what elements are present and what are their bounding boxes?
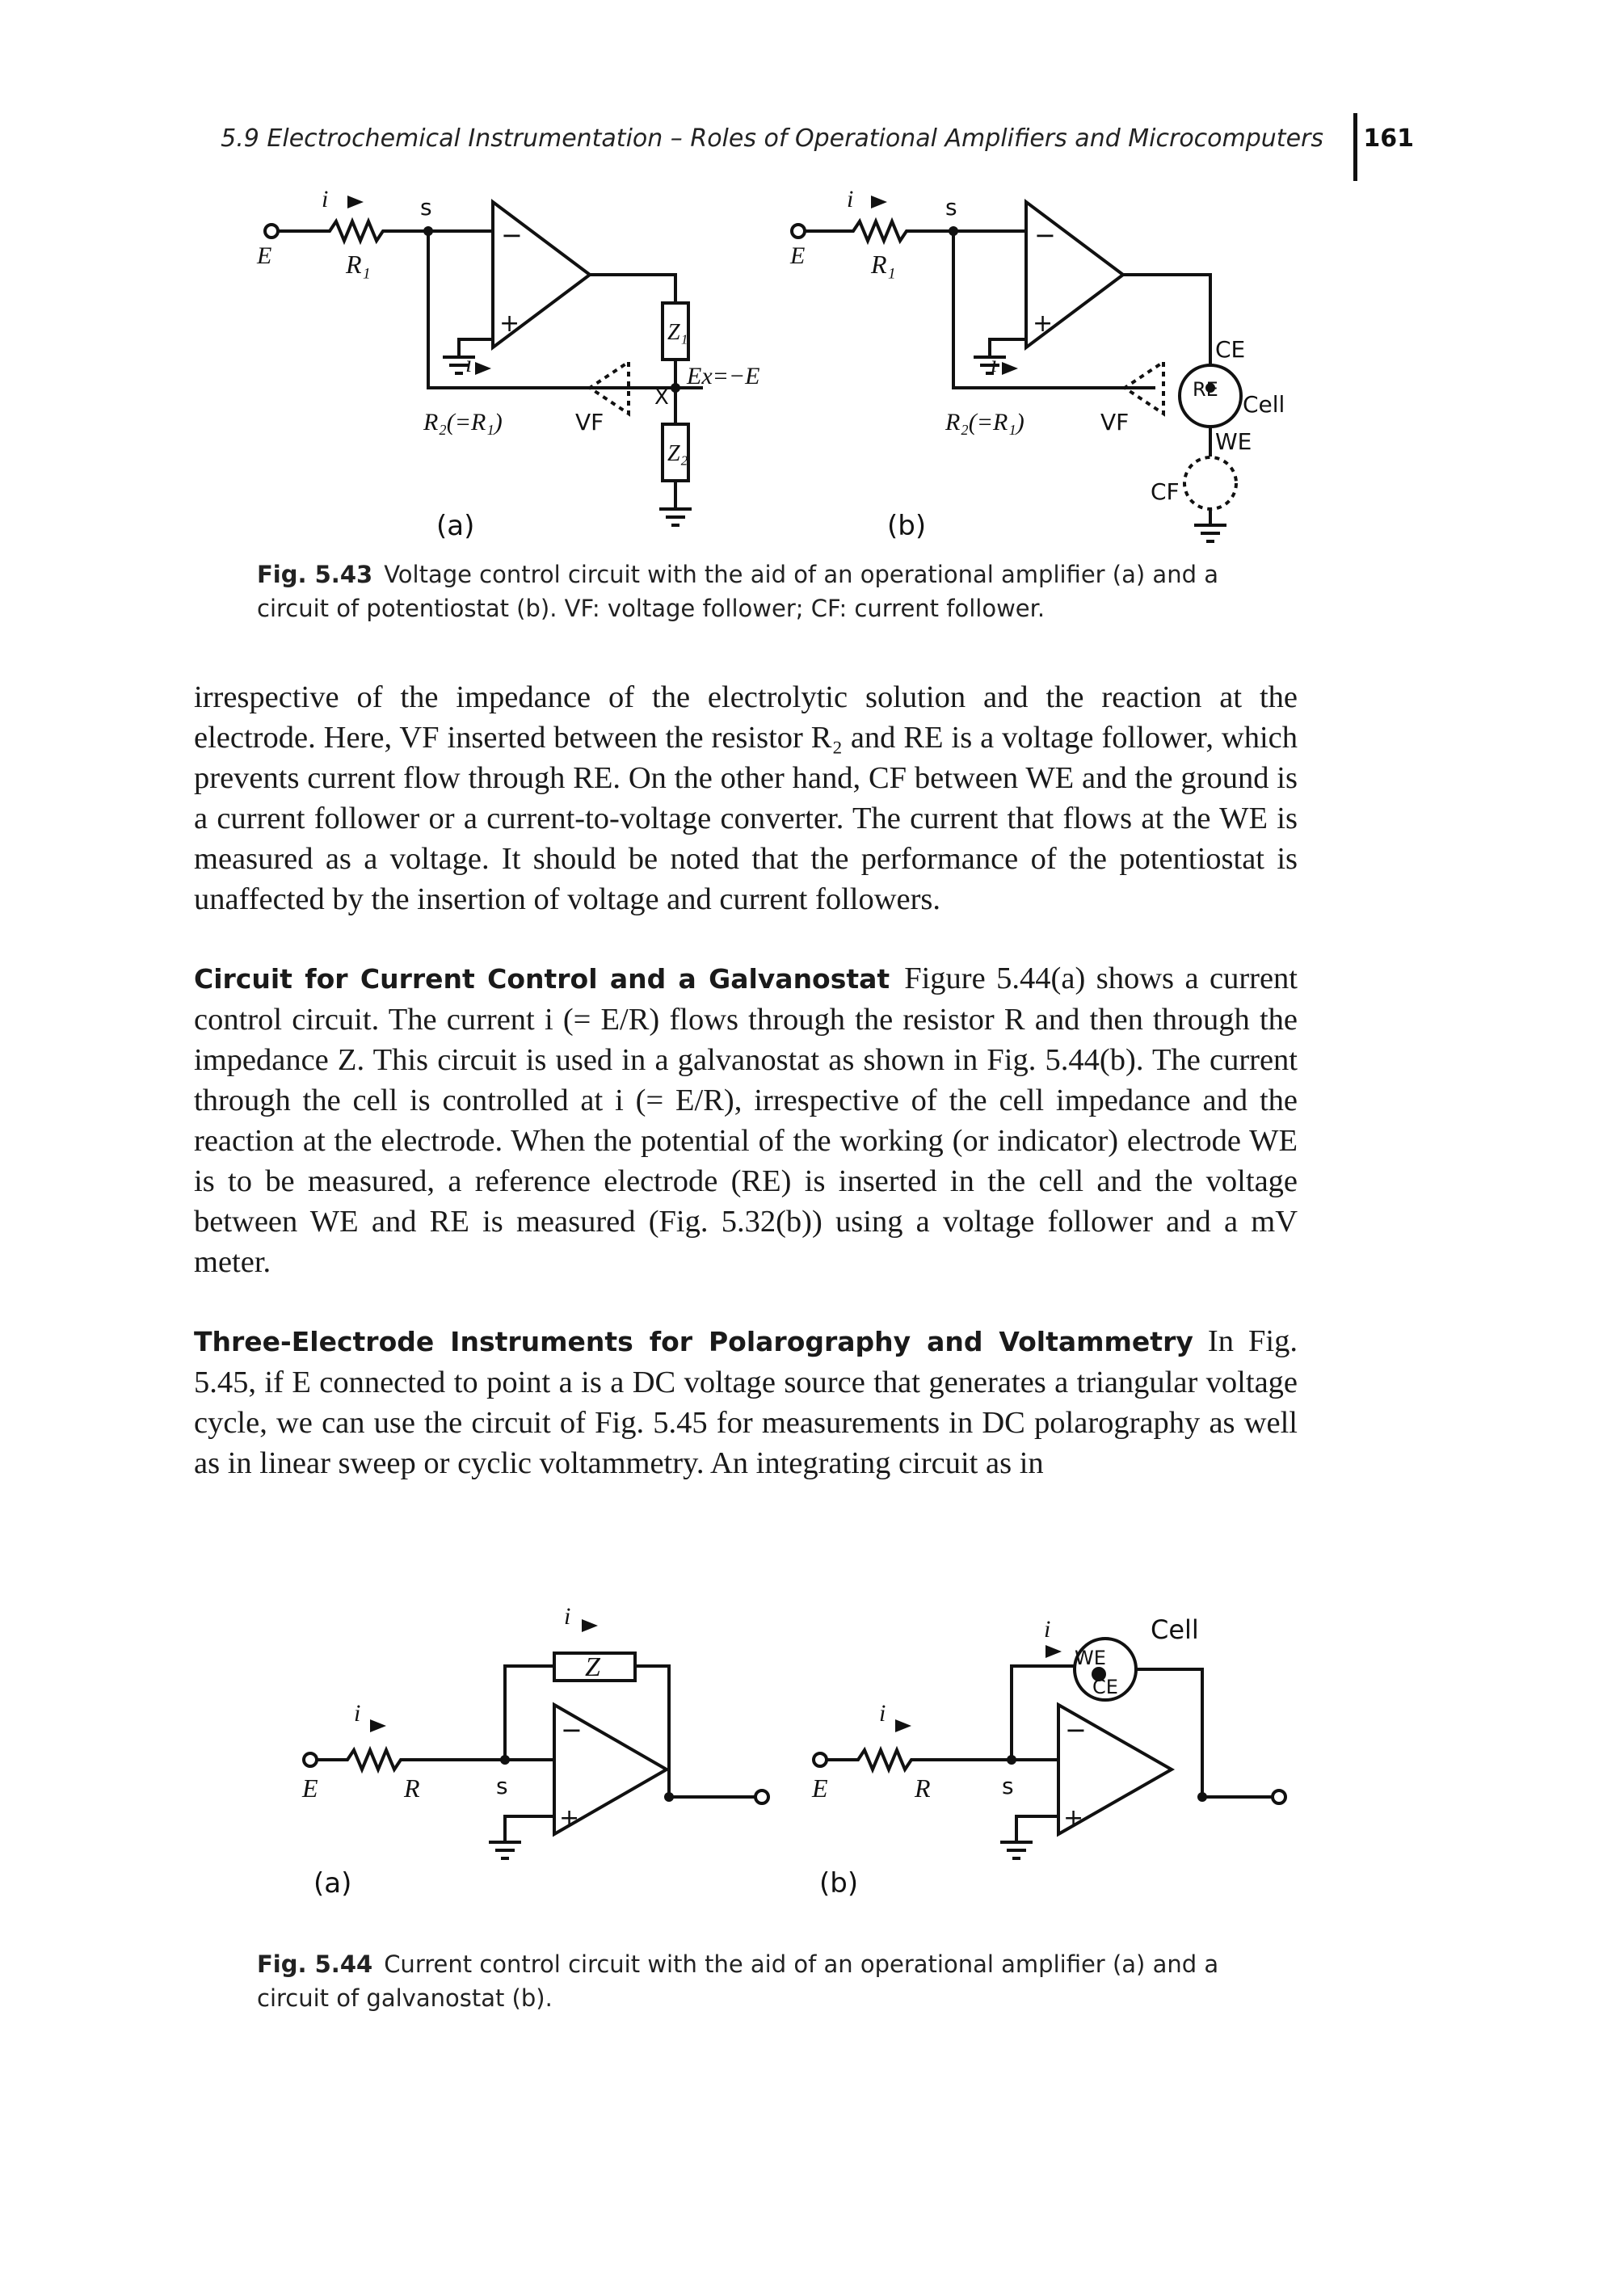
fig543b-ce-label: CE bbox=[1215, 336, 1245, 363]
fig543b-we-label: WE bbox=[1215, 428, 1252, 455]
fig544a-feedback-current: i bbox=[564, 1603, 570, 1630]
header-rule bbox=[1353, 113, 1357, 181]
fig543b-plus-label: + bbox=[1033, 309, 1053, 338]
fig544a-minus-label: − bbox=[561, 1715, 583, 1745]
fig543b-current-label: i bbox=[847, 186, 853, 212]
figure-5-44-caption-text: Current control circuit with the aid of … bbox=[257, 1950, 1219, 2012]
fig543a-branch-current: i bbox=[465, 351, 472, 377]
fig544b-source-label: E bbox=[811, 1774, 828, 1803]
fig544b-cell-current: i bbox=[1044, 1616, 1050, 1643]
fig543b-re-label: RE bbox=[1193, 378, 1218, 401]
paragraph-3: Three-Electrode Instruments for Polarogr… bbox=[194, 1321, 1298, 1483]
fig543b-vf-label: VF bbox=[1100, 409, 1129, 435]
fig543a-current-label: i bbox=[322, 186, 328, 212]
fig544b-minus-label: − bbox=[1065, 1715, 1087, 1745]
fig544b-node-s: s bbox=[1002, 1773, 1014, 1799]
fig544a-panel-label: (a) bbox=[313, 1867, 351, 1900]
fig543a-node-s: s bbox=[420, 194, 432, 221]
fig544a-node-s: s bbox=[496, 1773, 508, 1799]
fig543a-source-label: E bbox=[256, 242, 271, 269]
fig543b-r2-label: R₂(=R₁) bbox=[945, 409, 1024, 435]
fig544a-r-label: R bbox=[403, 1774, 420, 1803]
fig544a-source-label: E bbox=[301, 1774, 318, 1803]
fig543a-panel-label: (a) bbox=[436, 510, 474, 542]
fig544a-plus-label: + bbox=[559, 1804, 579, 1832]
fig544a-input-current: i bbox=[354, 1700, 360, 1727]
fig544b-input-current: i bbox=[879, 1700, 886, 1727]
page-number: 161 bbox=[1363, 124, 1414, 153]
fig544b-r-label: R bbox=[914, 1774, 931, 1803]
fig543a-vf-label: VF bbox=[575, 409, 604, 435]
paragraph-2: Circuit for Current Control and a Galvan… bbox=[194, 958, 1298, 1282]
fig543b-minus-label: − bbox=[1034, 220, 1056, 250]
fig543a-plus-label: + bbox=[499, 309, 520, 338]
section-heading-galvanostat: Circuit for Current Control and a Galvan… bbox=[194, 963, 890, 995]
fig543b-cf-label: CF bbox=[1151, 478, 1180, 505]
running-title: 5.9 Electrochemical Instrumentation – Ro… bbox=[221, 124, 1323, 153]
fig543b-source-label: E bbox=[789, 242, 805, 269]
fig543b-node-s: s bbox=[945, 194, 957, 221]
fig543b-branch-current: i bbox=[991, 351, 997, 377]
fig543a-r1-label: R₁ bbox=[345, 250, 371, 279]
section-heading-three-electrode: Three-Electrode Instruments for Polarogr… bbox=[194, 1326, 1193, 1357]
fig544a-z-label: Z bbox=[585, 1652, 601, 1682]
figure-5-43-caption-label: Fig. 5.43 bbox=[257, 561, 373, 588]
figure-5-43: i s E R₁ − + i R₂(=R₁) VF Z₁ X Ex=−E Z₂ … bbox=[256, 186, 1285, 543]
paragraph-1: irrespective of the impedance of the ele… bbox=[194, 680, 1298, 916]
fig544b-plus-label: + bbox=[1063, 1804, 1083, 1832]
fig543a-minus-label: − bbox=[501, 220, 523, 250]
fig543a-z1-label: Z₁ bbox=[667, 320, 688, 345]
paragraph-2-text: Figure 5.44(a) shows a current control c… bbox=[194, 961, 1298, 1279]
figure-5-43-caption-text: Voltage control circuit with the aid of … bbox=[257, 561, 1218, 622]
figure-5-44: i Z i E R s − + (a) i WE CE Cell i E R s… bbox=[301, 1603, 1287, 1900]
fig544b-we-label: WE bbox=[1075, 1647, 1106, 1669]
fig543b-panel-label: (b) bbox=[887, 510, 926, 542]
fig544b-panel-label: (b) bbox=[819, 1867, 858, 1900]
fig544b-cell-label: Cell bbox=[1151, 1614, 1199, 1645]
fig543a-node-x: X bbox=[654, 385, 669, 410]
fig543a-z2-label: Z₂ bbox=[667, 441, 688, 466]
fig543a-r2-label: R₂(=R₁) bbox=[423, 409, 503, 435]
paragraph-3-text: In Fig. 5.45, if E connected to point a … bbox=[194, 1324, 1298, 1480]
body-text: irrespective of the impedance of the ele… bbox=[194, 677, 1298, 1483]
fig543a-ex-label: Ex=−E bbox=[686, 363, 759, 389]
fig543b-cell-label: Cell bbox=[1243, 391, 1285, 418]
figure-5-44-caption-label: Fig. 5.44 bbox=[257, 1950, 373, 1978]
fig543b-r1-label: R₁ bbox=[870, 250, 896, 279]
running-header: 5.9 Electrochemical Instrumentation – Ro… bbox=[221, 113, 1414, 181]
fig544b-ce-label: CE bbox=[1092, 1676, 1118, 1698]
